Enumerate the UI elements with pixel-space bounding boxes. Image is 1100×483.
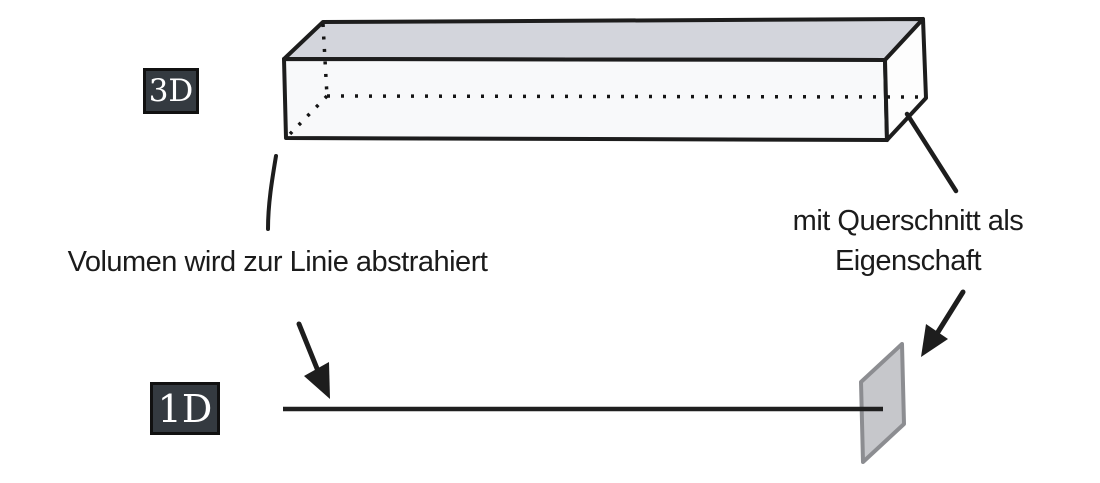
annotation-cross-section-line1: mit Querschnitt als xyxy=(792,205,1024,237)
arrow-to-1d-line-shaft xyxy=(296,321,321,374)
beam-top-face xyxy=(282,17,925,62)
annotation-cross-section-line2: Eigenschaft xyxy=(834,245,982,277)
badge-1d: 1D xyxy=(150,382,220,435)
badge-3d: 3D xyxy=(143,68,199,114)
beam-front-face xyxy=(282,57,889,142)
pointer-line-to-left-annotation xyxy=(266,154,278,231)
badge-3d-label: 3D xyxy=(148,73,194,109)
annotation-cross-section-property: mit Querschnitt als Eigenschaft xyxy=(748,201,1068,281)
annotation-volume-abstracted-text: Volumen wird zur Linie abstrahiert xyxy=(67,246,488,278)
arrow-to-1d-line-head xyxy=(304,362,330,399)
arrow-to-cross-section-head xyxy=(921,324,948,357)
badge-1d-label: 1D xyxy=(157,386,213,431)
beam-hidden-edge-depth xyxy=(287,94,329,137)
arrow-to-cross-section-shaft xyxy=(935,289,966,335)
beam-hidden-edge-back-bottom xyxy=(326,94,926,99)
annotation-volume-abstracted: Volumen wird zur Linie abstrahiert xyxy=(20,246,535,279)
beam-3d xyxy=(282,17,928,142)
arrow-to-1d-line xyxy=(296,321,330,399)
cross-section-plane xyxy=(859,342,906,464)
beam-end-face xyxy=(883,17,928,142)
arrow-to-cross-section xyxy=(921,289,966,357)
pointer-line-to-right-annotation xyxy=(904,111,959,194)
